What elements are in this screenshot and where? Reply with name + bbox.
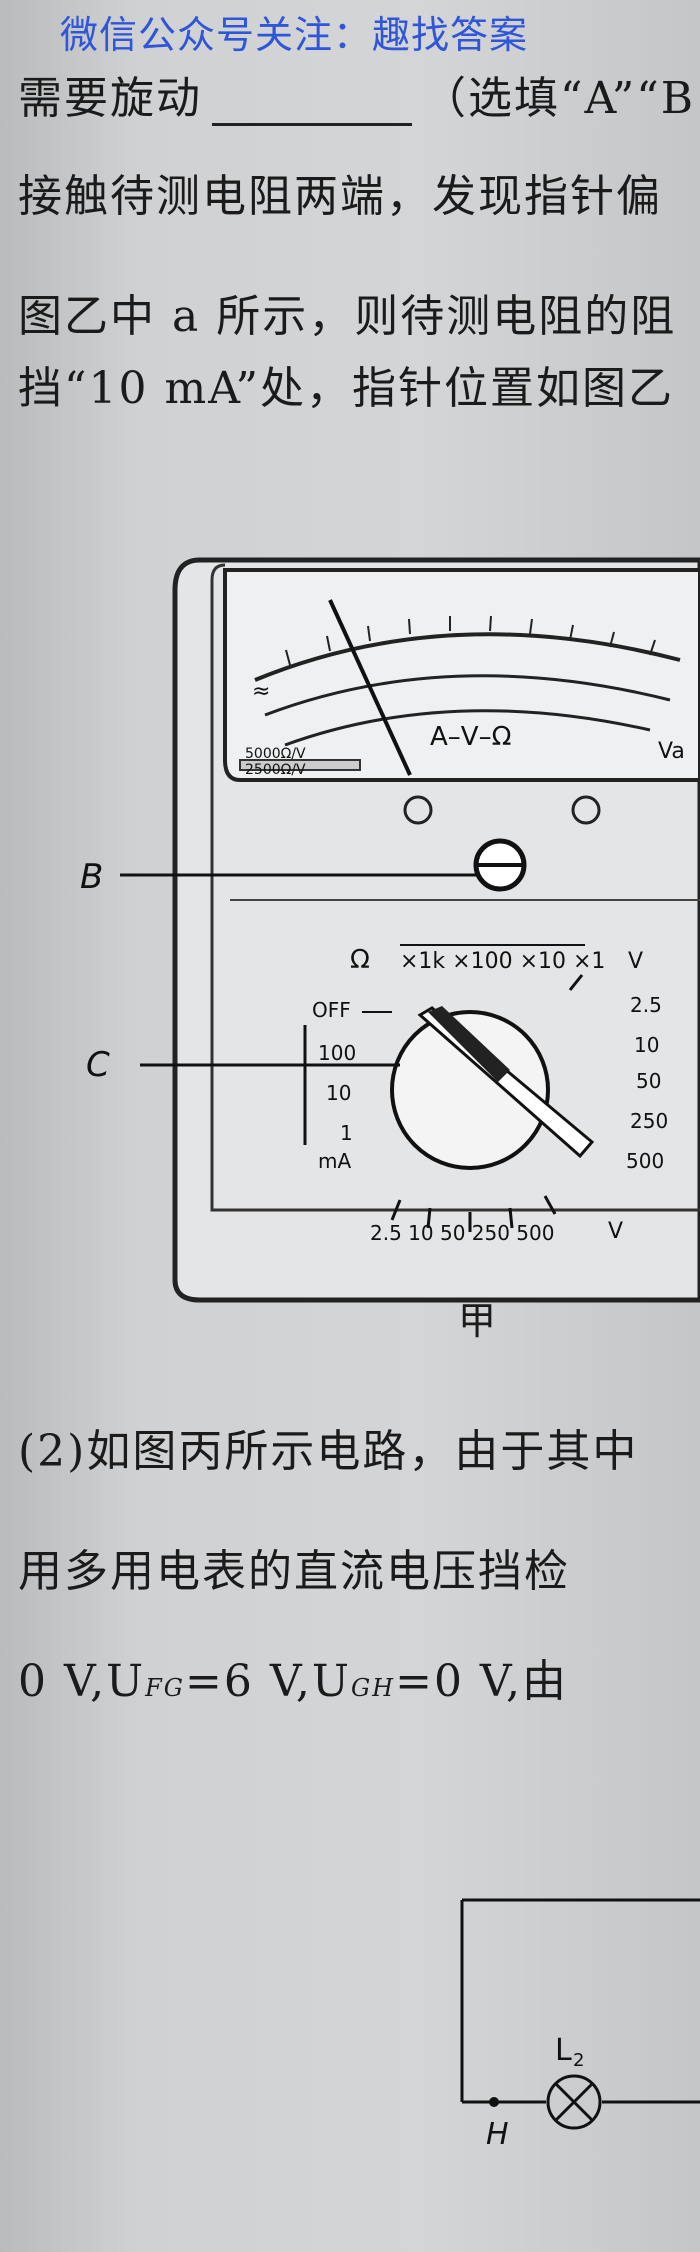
text-line-5: (2)如图丙所示电路，由于其中 — [18, 1426, 639, 1477]
text-line-7-a: 0 V,U — [18, 1656, 146, 1707]
subscript-fg: FG — [145, 1674, 185, 1702]
bottom-range-labels: 2.5 10 50 250 500 — [370, 1221, 554, 1245]
lamp-symbol — [546, 2074, 602, 2130]
scale-arc-3 — [284, 709, 651, 747]
sensitivity-label-2: 2500Ω/V — [245, 762, 306, 778]
ac-symbol: ≈ — [252, 679, 270, 704]
multimeter-figure: A–V–Ω 5000Ω/V 2500Ω/V Va ≈ B Ω ×1k ×100 … — [80, 557, 700, 1303]
v-label-50: 50 — [636, 1069, 661, 1093]
text-line-1-start: 需要旋动 — [18, 73, 202, 124]
node-h-label: H — [486, 2117, 509, 2152]
mirror-strip — [239, 759, 361, 771]
text-line-1: 需要旋动 （选填“A”“B — [18, 62, 695, 126]
dial-handle-dark — [428, 1006, 510, 1082]
scale-ticks — [285, 615, 656, 666]
answer-blank — [212, 83, 412, 126]
lamp-label: L — [555, 2033, 572, 2068]
lamp-subscript: 2 — [573, 2050, 584, 2071]
v-label-500: 500 — [626, 1149, 664, 1173]
ma-unit: mA — [318, 1149, 351, 1173]
v-unit-bottom: V — [608, 1219, 623, 1244]
text-line-6: 用多用电表的直流电压挡检 — [18, 1546, 570, 1597]
ohm-ranges: ×1k ×100 ×10 ×1 — [400, 949, 605, 974]
watermark: 微信公众号关注：趣找答案 — [60, 13, 529, 57]
scale-label: A–V–Ω — [430, 722, 511, 752]
v-label-10: 10 — [634, 1033, 659, 1057]
label-b: B — [80, 857, 103, 897]
text-line-3: 图乙中 a 所示，则待测电阻的阻 — [18, 291, 677, 342]
dial-ticks — [390, 974, 584, 1232]
subscript-gh: GH — [350, 1674, 396, 1702]
pointer-needle — [328, 599, 412, 776]
node-h-dot — [489, 2097, 499, 2107]
ma-label-1: 1 — [340, 1121, 353, 1145]
scale-arc-2 — [264, 674, 671, 717]
range-dial — [390, 1010, 550, 1170]
screw-right — [571, 795, 601, 825]
ohm-symbol: Ω — [350, 945, 370, 975]
sensitivity-label-1: 5000Ω/V — [245, 746, 306, 762]
ma-label-10: 10 — [326, 1081, 351, 1105]
v-unit-top: V — [628, 949, 643, 974]
va-label: Va — [658, 739, 685, 764]
label-c: C — [86, 1045, 110, 1085]
screw-left — [403, 795, 433, 825]
text-line-7-b: =6 V,U — [184, 1656, 351, 1707]
ma-label-100: 100 — [318, 1041, 356, 1065]
off-label: OFF — [312, 998, 351, 1022]
figure-caption: 甲 — [458, 1299, 497, 1343]
text-line-4: 挡“10 mA”处，指针位置如图乙 — [18, 363, 674, 414]
text-line-7: 0 V,UFG=6 V,UGH=0 V,由 — [18, 1645, 568, 1709]
text-line-1-end: （选填“A”“B — [422, 73, 696, 124]
circuit-figure: L 2 H — [460, 1898, 700, 2152]
scale-arc-1 — [254, 632, 681, 682]
v-label-250: 250 — [630, 1109, 668, 1133]
meter-inner-frame — [210, 563, 700, 1212]
text-line-2: 接触待测电阻两端，发现指针偏 — [18, 171, 662, 222]
v-label-2-5: 2.5 — [630, 993, 662, 1017]
text-line-7-c: =0 V,由 — [395, 1656, 568, 1707]
